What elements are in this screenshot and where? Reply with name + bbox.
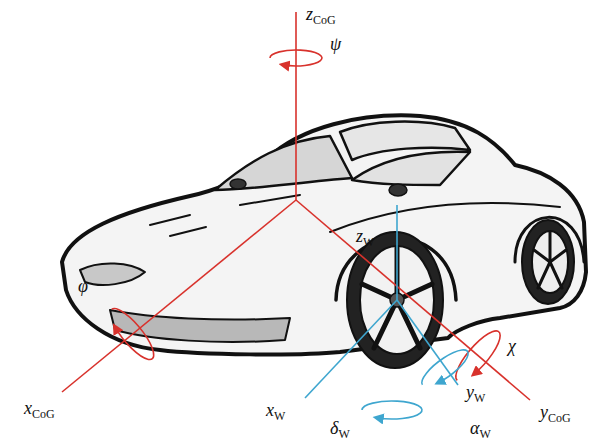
- cog-axes-part: [450, 325, 507, 387]
- cog-axes-part: [104, 303, 160, 365]
- wheel-axes-part: [417, 344, 473, 392]
- axis-label: yCoG: [540, 402, 571, 422]
- axis-label: xCoG: [24, 398, 55, 418]
- rotation-label: δW: [330, 418, 350, 438]
- axis-label: yW: [466, 382, 485, 402]
- rotation-label: χ: [508, 336, 516, 356]
- rotation-label: φ: [78, 276, 88, 296]
- car-sketch-part: [352, 152, 470, 185]
- car-sketch: [62, 115, 586, 368]
- car-sketch-part: [215, 136, 352, 190]
- rotation-label: ψ: [330, 34, 341, 54]
- cog-axes-part: [295, 12, 297, 200]
- axis-label: xW: [266, 400, 285, 420]
- wheel-axes-part: [362, 401, 422, 419]
- rotation-label: αW: [470, 418, 491, 438]
- car-sketch-part: [230, 179, 246, 189]
- wheel-axes-part: [305, 300, 397, 398]
- axis-label: zCoG: [306, 4, 336, 24]
- car-sketch-part: [110, 310, 290, 342]
- car-sketch-part: [389, 184, 407, 196]
- car-sketch-part: [522, 220, 574, 304]
- car-sketch-part: [532, 231, 568, 293]
- wheel-axes-part: [417, 344, 473, 392]
- cog-axes-part: [296, 200, 530, 400]
- axis-label: zW: [356, 226, 374, 246]
- cog-axes-part: [62, 200, 296, 392]
- car-sketch-part: [534, 232, 566, 288]
- cog-axes-part: [104, 303, 160, 365]
- cog-axes-part: [270, 50, 322, 66]
- wheel-axes-part: [362, 401, 422, 419]
- cog-axes-part: [450, 325, 507, 387]
- car-sketch-part: [80, 263, 145, 285]
- car-sketch-part: [62, 115, 586, 354]
- cog-axes-part: [270, 50, 322, 66]
- cog-axes: [62, 12, 530, 400]
- car-sketch-part: [347, 232, 443, 368]
- wheel-axes: [305, 205, 473, 419]
- wheel-axes-part: [396, 205, 398, 300]
